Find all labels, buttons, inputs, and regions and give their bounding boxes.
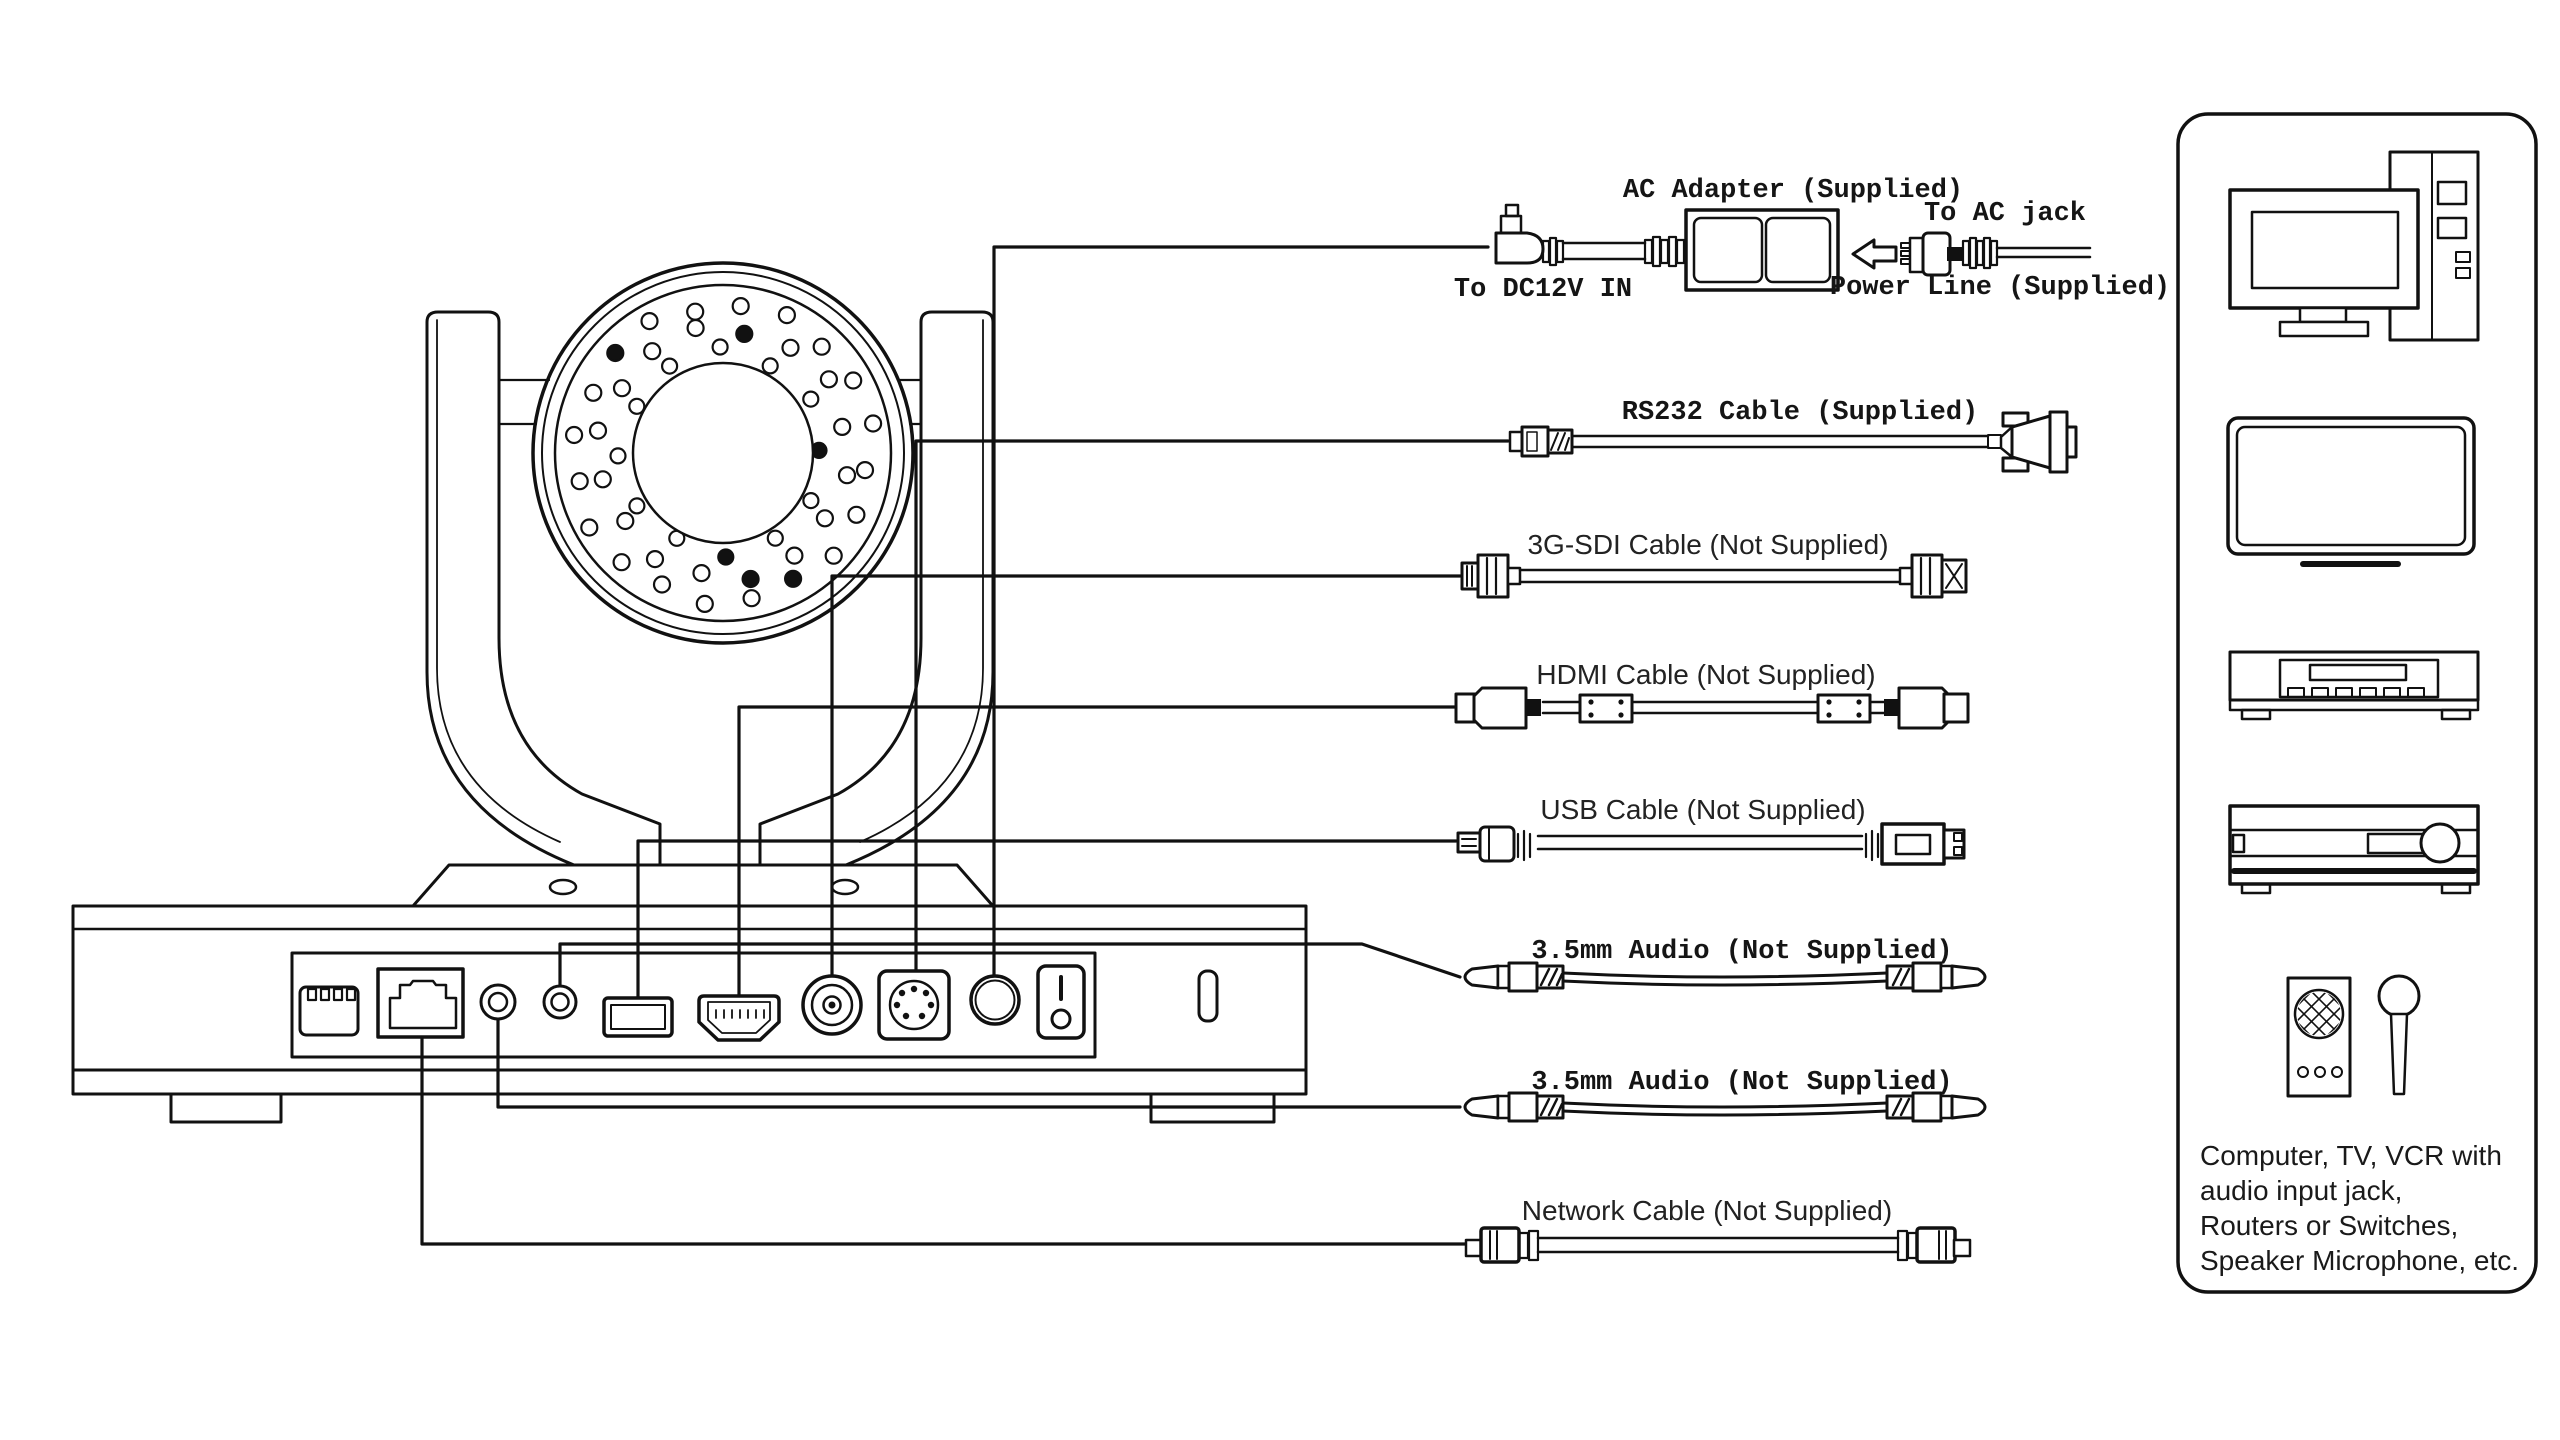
hdmi-cable-drawing [1454,686,1970,730]
rs232-cable-drawing [1508,410,2078,474]
ac-adapter-label: AC Adapter (Supplied) [1622,176,1964,206]
rs232-line-trace [914,439,1510,1007]
sdi-cable-drawing [1460,553,1968,599]
microphone-illustration [2377,974,2421,1096]
audio1-cable-label: 3.5mm Audio (Not Supplied) [1531,937,1953,967]
sdi-bnc-port [801,974,863,1036]
dc-plug-drawing [1494,203,1647,267]
left-arrow-icon [1851,238,1898,270]
rs232-din-port [877,969,951,1041]
hdmi-line-trace [737,705,1458,1017]
receiver-illustration [2228,804,2480,895]
usb-line-trace [636,839,1458,1017]
speaker-illustration [2286,976,2352,1098]
devices-note-line: Speaker Microphone, etc. [2200,1245,2520,1276]
rs232-cable-label: RS232 Cable (Supplied) [1621,398,1979,428]
dip-switch-port [298,985,360,1037]
devices-panel-box [2176,112,2538,1294]
computer-illustration [2228,150,2480,342]
hdmi-cable-label: HDMI Cable (Not Supplied) [1536,659,1876,690]
tv-illustration [2226,416,2476,567]
audio-jack-1 [479,983,517,1021]
power-line-trace [992,245,1490,1002]
dc-power-port [969,974,1021,1026]
ptz-camera-illustration [411,261,995,908]
devices-note-line: audio input jack, [2200,1175,2403,1206]
rear-ports [298,964,1086,1042]
to-ac-jack-label: To AC jack [1923,199,2087,229]
devices-note-line: Routers or Switches, [2200,1210,2459,1241]
network-line-trace [420,1008,1470,1246]
camera-base-rear [71,904,1308,1124]
hdmi-port [697,994,781,1042]
security-slot [1197,969,1219,1023]
sdi-line-trace [830,574,1462,1007]
to-dc12v-in-label: To DC12V IN [1453,275,1633,305]
audio2-cable-label: 3.5mm Audio (Not Supplied) [1531,1068,1953,1098]
camera-bracket [411,310,995,908]
lan-port [376,967,465,1039]
vcr-illustration [2228,650,2480,721]
ac-adapter-box [1643,208,1840,292]
connection-lines [420,245,1510,1246]
ac-plug-drawing [1900,231,2092,277]
usb-port [602,996,674,1038]
usb-cable-drawing [1456,822,1966,866]
port-recess [290,951,1097,1059]
usb-cable-label: USB Cable (Not Supplied) [1540,794,1866,825]
network-cable-label: Network Cable (Not Supplied) [1521,1195,1893,1226]
power-line-label: Power Line (Supplied) [1829,273,2171,303]
audio-cable-1-drawing [1463,961,1987,993]
led-holes-pattern [564,297,883,614]
audio2-line-trace [496,1000,1462,1109]
ac-adapter-assembly [1494,203,2092,292]
devices-note-line: Computer, TV, VCR with [2200,1140,2502,1171]
audio1-line-trace [558,942,1462,1004]
devices-note: Computer, TV, VCR with audio input jack,… [2200,1138,2530,1278]
sdi-cable-label: 3G-SDI Cable (Not Supplied) [1527,529,1889,560]
power-switch [1036,964,1086,1040]
audio-cable-2-drawing [1463,1091,1987,1123]
network-cable-drawing [1464,1226,1972,1264]
camera-head [497,261,923,645]
audio-jack-2 [542,984,578,1020]
